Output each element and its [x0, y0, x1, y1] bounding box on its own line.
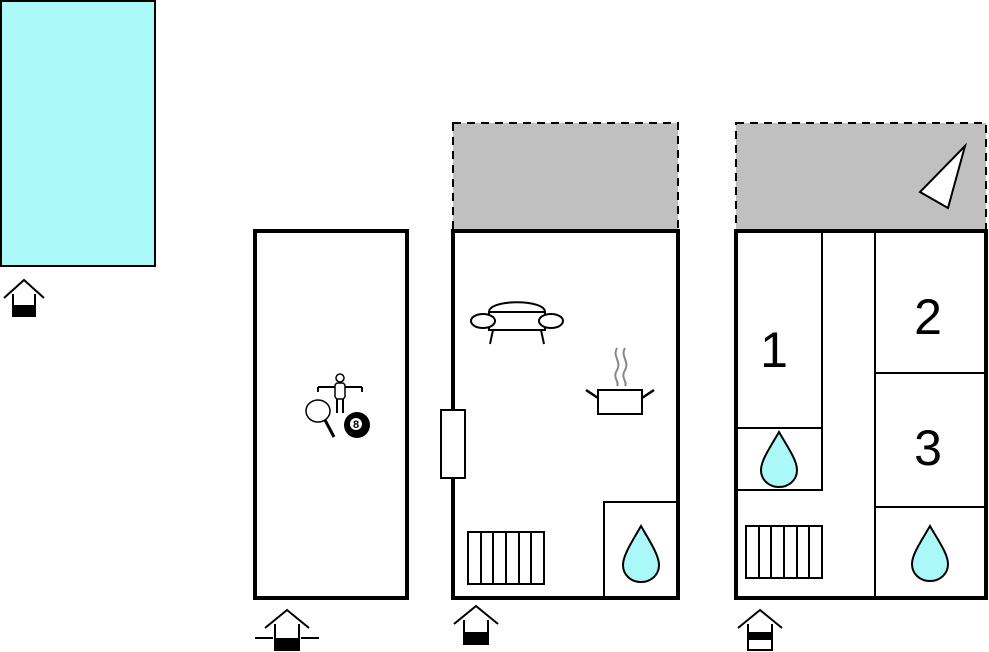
table-football-icon	[317, 373, 363, 413]
bedroom-1	[736, 231, 823, 491]
water-drop-icon	[910, 523, 950, 583]
water-drop-icon	[759, 429, 799, 489]
bedroom-1-number: 1	[760, 322, 788, 378]
heater-icon	[467, 531, 545, 585]
terrace	[452, 122, 679, 232]
table-tennis-icon	[305, 399, 336, 438]
sofa-icon	[470, 301, 564, 345]
entrance-icon	[3, 278, 45, 317]
bathroom	[603, 501, 678, 598]
compass-icon	[918, 142, 967, 210]
bedroom-3-number: 3	[914, 420, 942, 476]
bedroom-wing	[734, 229, 988, 600]
pool	[0, 0, 156, 267]
billiard-ball-number: 8	[353, 419, 359, 431]
entrance-icon	[737, 608, 783, 651]
heater-icon	[745, 525, 823, 579]
bedroom-2-number: 2	[914, 289, 942, 345]
entrance-icon	[453, 604, 499, 645]
door	[440, 409, 466, 479]
water-drop-icon	[621, 523, 661, 584]
entrance-icon	[255, 608, 319, 651]
cooking-pot-icon	[585, 347, 655, 415]
game-room	[253, 229, 409, 600]
billiard-ball-icon: 8	[344, 412, 370, 438]
